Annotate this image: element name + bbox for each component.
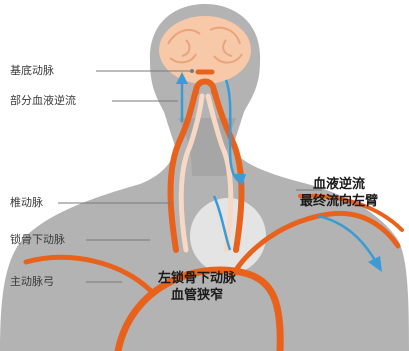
- callout-reverse-flow-line2: 最终流向左臂: [300, 193, 378, 210]
- callout-stenosis-line1: 左锁骨下动脉: [158, 270, 236, 287]
- label-aortic-arch: 主动脉弓: [10, 275, 54, 289]
- callout-reverse-flow-line1: 血液逆流: [300, 176, 378, 193]
- callout-reverse-flow: 血液逆流 最终流向左臂: [300, 176, 378, 210]
- label-basilar-artery: 基底动脉: [10, 64, 54, 78]
- label-vertebral-artery: 椎动脉: [10, 196, 43, 210]
- callout-stenosis: 左锁骨下动脉 血管狭窄: [158, 270, 236, 304]
- callout-stenosis-line2: 血管狭窄: [158, 287, 236, 304]
- label-partial-reverse-flow: 部分血液逆流: [10, 94, 76, 108]
- label-subclavian-artery: 锁骨下动脉: [10, 233, 65, 247]
